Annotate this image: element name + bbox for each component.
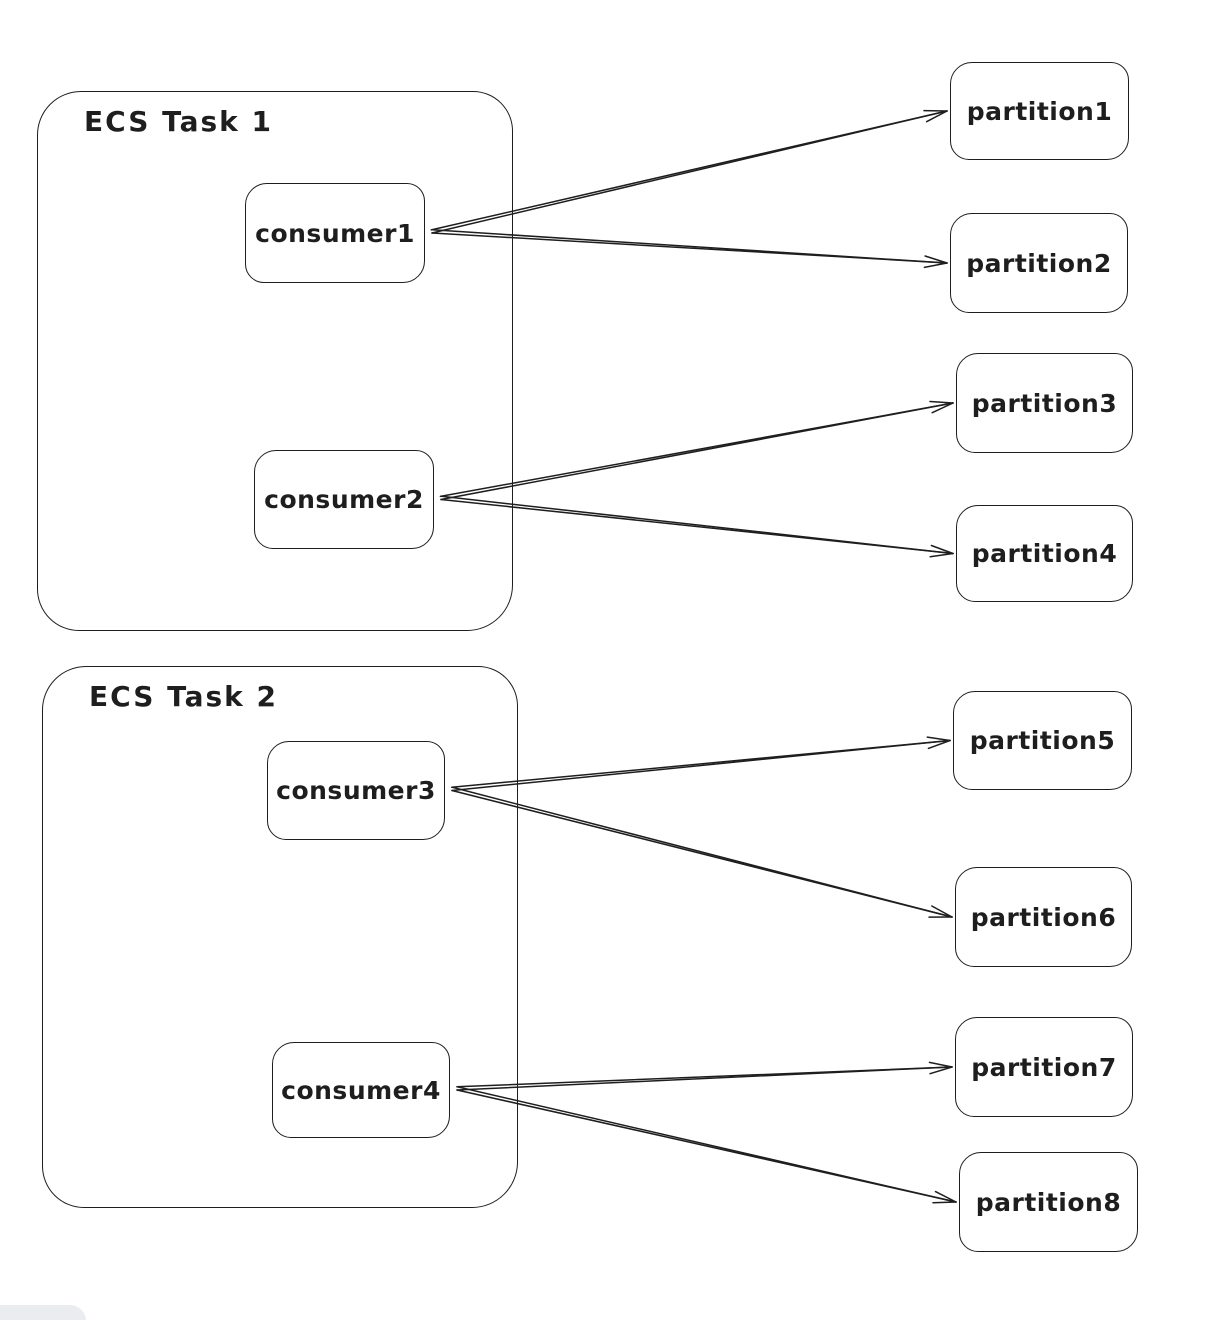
node-partition8-label: partition8 xyxy=(975,1187,1122,1217)
group-ecs-task-2[interactable]: ECS Task 2 xyxy=(42,666,518,1208)
node-partition1[interactable]: partition1 xyxy=(950,62,1129,160)
node-consumer2-label: consumer2 xyxy=(264,485,424,514)
node-partition3[interactable]: partition3 xyxy=(956,353,1133,453)
group-ecs-task-1[interactable]: ECS Task 1 xyxy=(37,91,513,631)
node-consumer2[interactable]: consumer2 xyxy=(254,450,434,549)
node-partition6[interactable]: partition6 xyxy=(955,867,1132,967)
node-partition2[interactable]: partition2 xyxy=(950,213,1128,313)
node-partition7[interactable]: partition7 xyxy=(955,1017,1133,1117)
node-partition8[interactable]: partition8 xyxy=(959,1152,1138,1252)
arrow-consumer3-to-partition6[interactable] xyxy=(451,786,953,918)
node-partition7-label: partition7 xyxy=(971,1052,1117,1082)
node-partition3-label: partition3 xyxy=(971,388,1118,418)
arrow-consumer3-to-partition5[interactable] xyxy=(450,736,951,792)
node-consumer4[interactable]: consumer4 xyxy=(272,1042,450,1138)
node-partition5-label: partition5 xyxy=(969,726,1116,755)
arrow-consumer4-to-partition7[interactable] xyxy=(456,1061,953,1091)
node-consumer3-label: consumer3 xyxy=(276,776,436,805)
node-consumer4-label: consumer4 xyxy=(281,1075,441,1105)
arrow-consumer4-to-partition8[interactable] xyxy=(456,1086,957,1204)
node-consumer1[interactable]: consumer1 xyxy=(245,183,425,283)
bottom-left-toolbar-fragment[interactable] xyxy=(0,1305,86,1320)
node-partition2-label: partition2 xyxy=(966,248,1112,278)
node-partition6-label: partition6 xyxy=(970,902,1117,932)
node-partition1-label: partition1 xyxy=(966,96,1113,126)
node-consumer1-label: consumer1 xyxy=(255,218,415,248)
node-consumer3[interactable]: consumer3 xyxy=(267,741,445,840)
group-ecs-task-1-label: ECS Task 1 xyxy=(84,105,274,138)
arrow-consumer2-to-partition4[interactable] xyxy=(440,495,954,558)
node-partition5[interactable]: partition5 xyxy=(953,691,1132,790)
group-ecs-task-2-label: ECS Task 2 xyxy=(89,680,279,713)
node-partition4[interactable]: partition4 xyxy=(956,505,1133,602)
arrow-consumer2-to-partition3[interactable] xyxy=(439,400,954,501)
node-partition4-label: partition4 xyxy=(971,539,1118,568)
